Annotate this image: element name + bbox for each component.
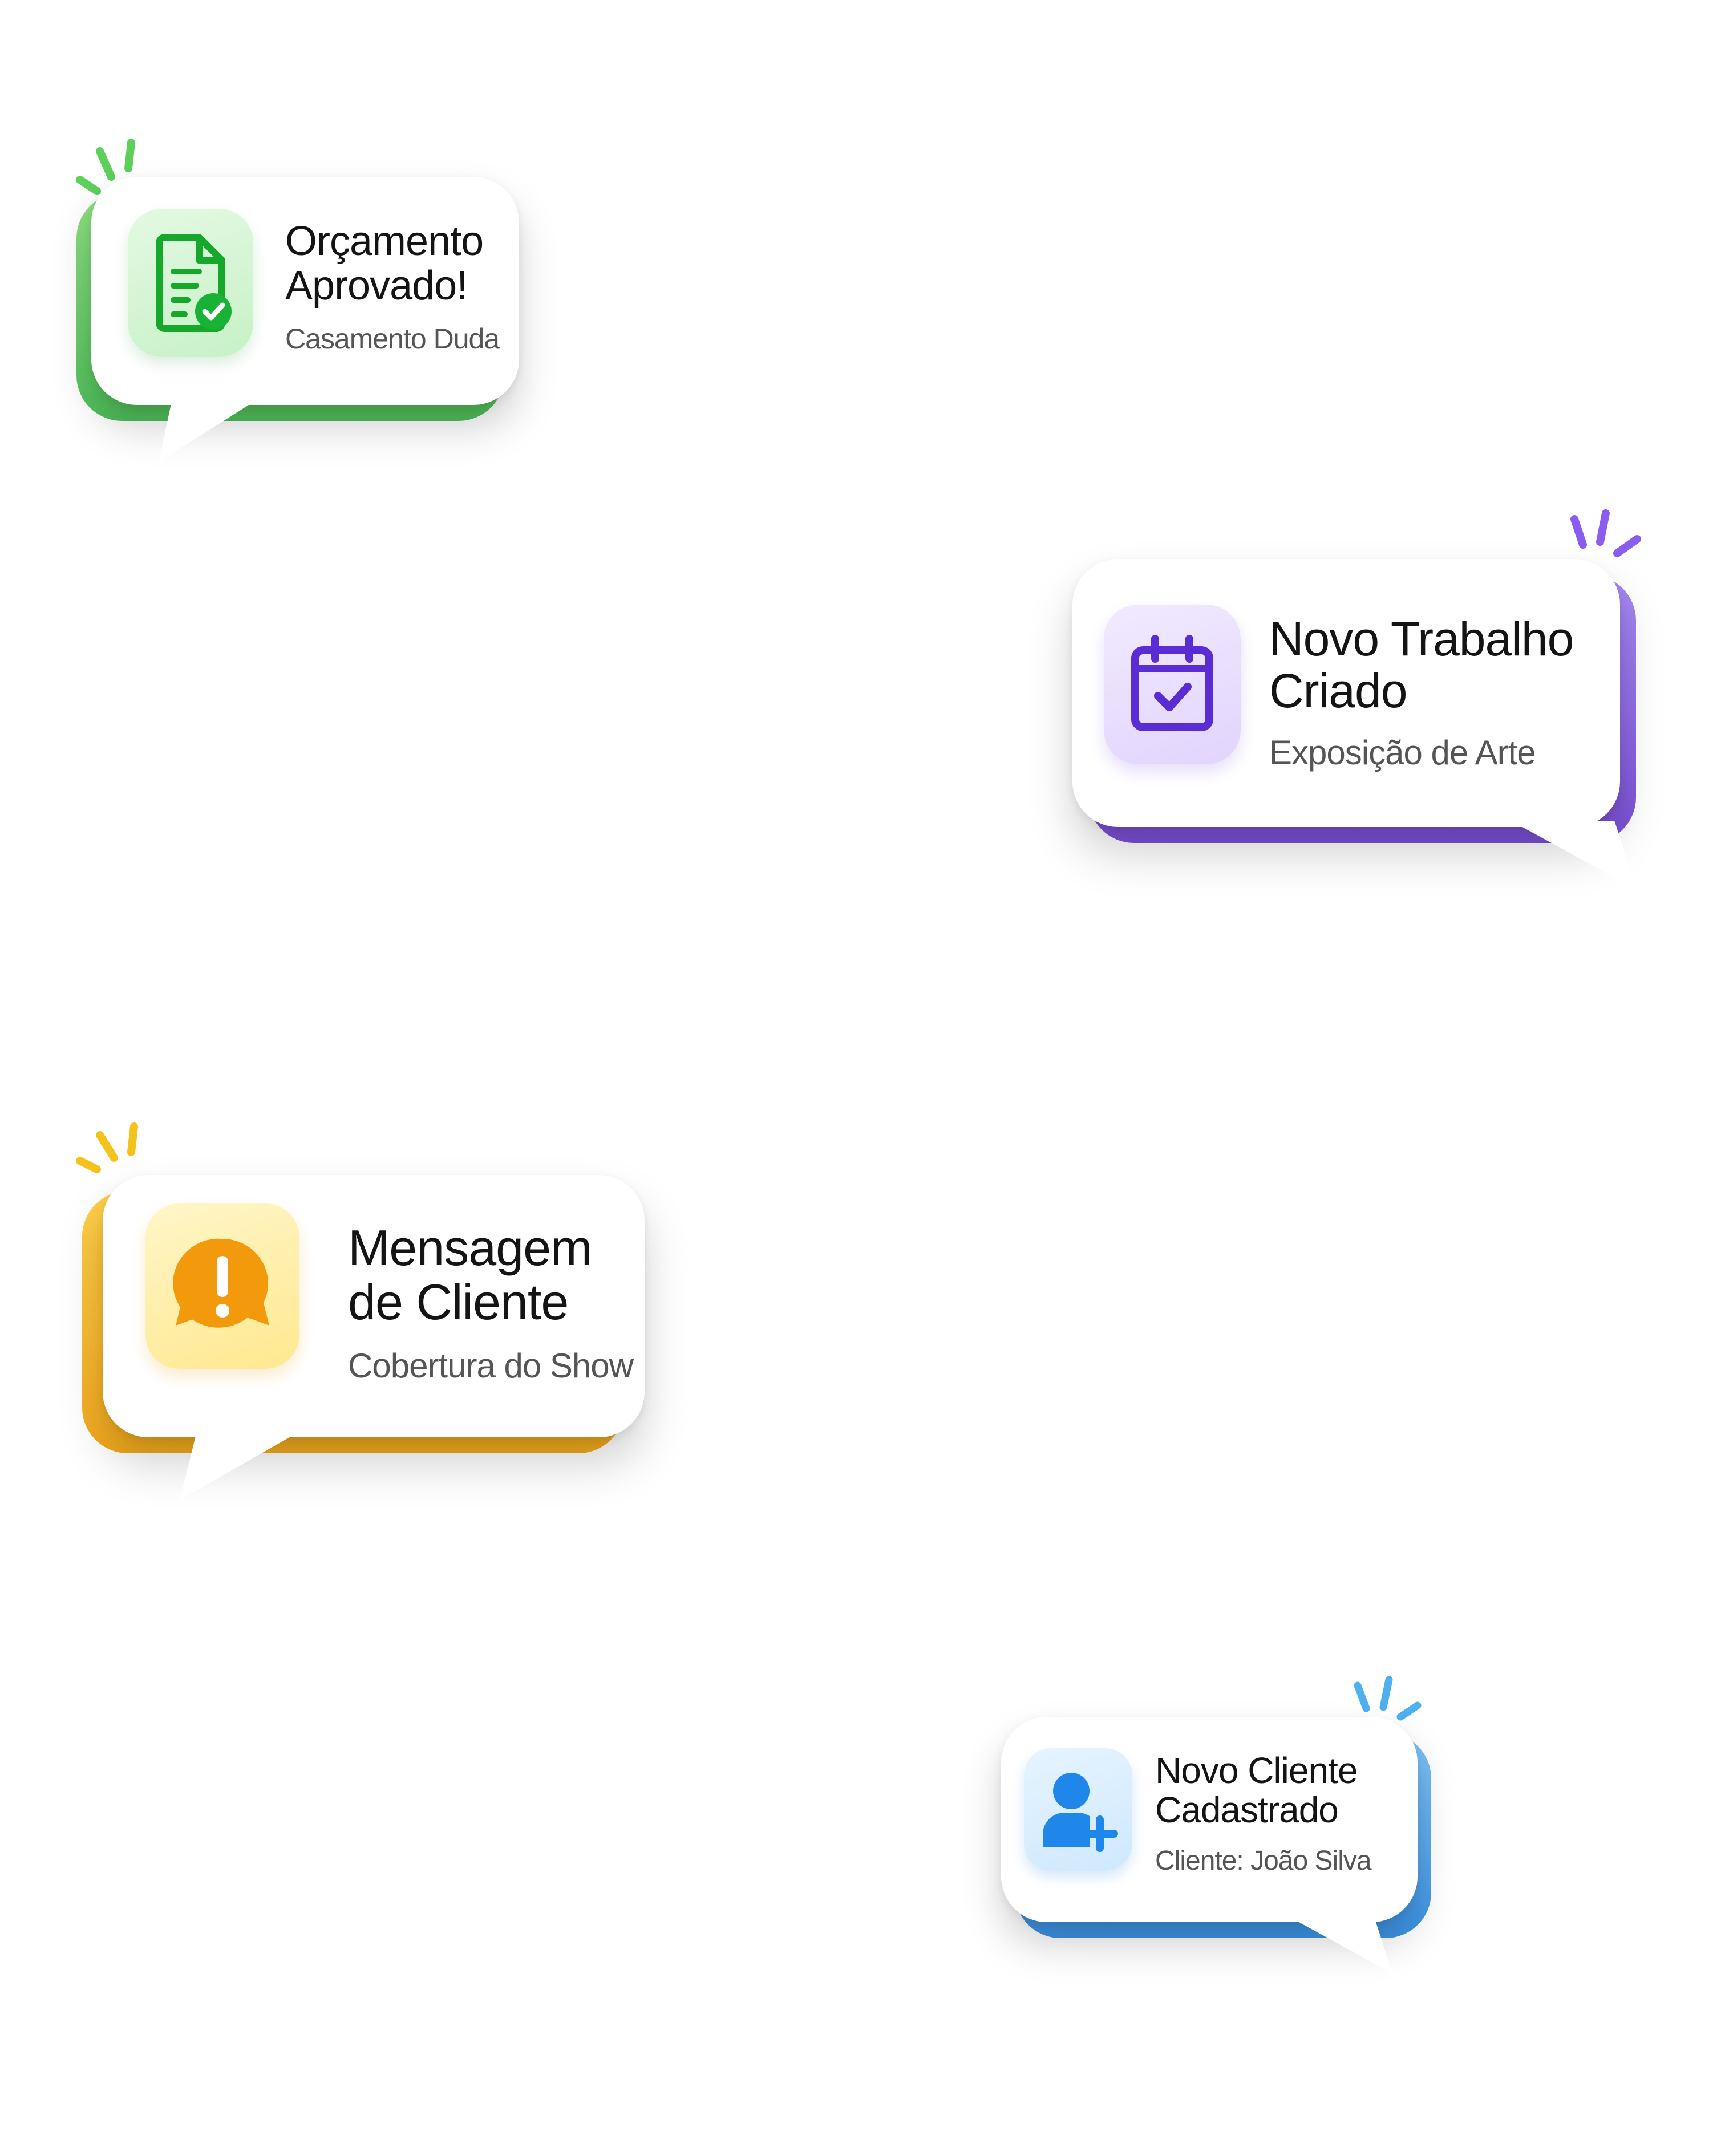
notification-subtitle: Cobertura do Show — [348, 1347, 634, 1385]
user-add-icon — [1024, 1748, 1132, 1871]
notification-client-message: Mensagem de Cliente Cobertura do Show — [76, 1122, 645, 1500]
bubble-tail — [159, 399, 258, 462]
sparkle-lines-icon — [1354, 1676, 1422, 1721]
calendar-check-icon — [1104, 605, 1241, 764]
bubble-tail — [1512, 821, 1637, 890]
notification-title: Novo Trabalho Criado — [1269, 612, 1574, 718]
sparkle-lines-icon — [1570, 509, 1641, 557]
message-alert-icon — [145, 1203, 299, 1369]
notification-subtitle: Exposição de Arte — [1269, 733, 1536, 772]
notification-subtitle: Cliente: João Silva — [1155, 1846, 1372, 1876]
notification-title: Novo Cliente Cadastrado — [1155, 1750, 1358, 1831]
notification-title: Orçamento Aprovado! — [285, 218, 484, 309]
bubble-tail — [180, 1432, 299, 1500]
document-check-icon — [128, 209, 253, 357]
sparkle-lines-icon — [76, 139, 135, 195]
notification-budget-approved: Orçamento Aprovado! Casamento Duda — [76, 139, 519, 462]
bubble-tail — [1288, 1916, 1393, 1973]
notification-subtitle: Casamento Duda — [285, 323, 500, 355]
sparkle-lines-icon — [76, 1122, 138, 1173]
notification-title: Mensagem de Cliente — [348, 1219, 592, 1331]
notification-new-job: Novo Trabalho Criado Exposição de Arte — [1072, 509, 1641, 890]
notification-new-client: Novo Cliente Cadastrado Cliente: João Si… — [1001, 1676, 1431, 1973]
